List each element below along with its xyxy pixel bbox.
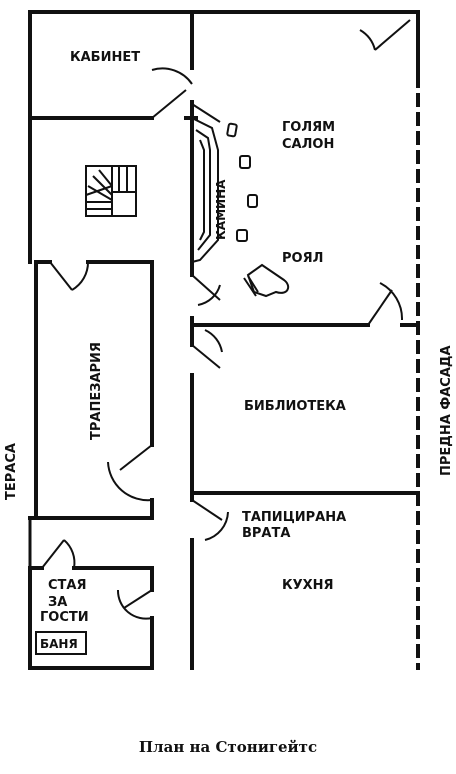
door-salon-top xyxy=(374,19,411,51)
door-biblioteka xyxy=(191,344,221,369)
door-trapezaria xyxy=(49,261,73,291)
label-tapicirana-1: ТАПИЦИРАНА xyxy=(242,510,346,525)
label-royal: РОЯЛ xyxy=(282,251,323,266)
door-kabinet xyxy=(151,89,187,119)
label-staya-2: ЗА xyxy=(48,595,67,610)
label-staya-1: СТАЯ xyxy=(48,578,86,593)
door-guest-inner xyxy=(123,589,153,609)
label-kabinet: КАБИНЕТ xyxy=(70,50,140,65)
door-swings xyxy=(41,19,411,620)
walls xyxy=(28,10,420,670)
label-golyam-salon-1: ГОЛЯМ xyxy=(282,120,335,135)
door-library-salon xyxy=(367,289,393,326)
label-biblioteka: БИБЛИОТЕКА xyxy=(244,399,346,414)
plan-caption: План на Стонигейтс xyxy=(138,738,318,756)
door-tapicirana xyxy=(191,499,223,521)
door-hall-salon xyxy=(191,274,221,301)
piano xyxy=(243,263,290,298)
label-kamina: КАМИНА xyxy=(214,179,228,240)
label-trapezaria: ТРАПЕЗАРИЯ xyxy=(89,342,104,440)
fireplace xyxy=(191,117,219,263)
label-tapicirana-2: ВРАТА xyxy=(242,526,290,541)
label-banya: БАНЯ xyxy=(40,637,78,651)
staircase xyxy=(85,165,137,217)
bathroom xyxy=(35,631,87,655)
label-predna-fasada: ПРЕДНА ФАСАДА xyxy=(439,345,454,476)
label-staya-3: ГОСТИ xyxy=(40,610,89,625)
label-terasa: ТЕРАСА xyxy=(4,443,19,500)
door-guest xyxy=(41,539,65,569)
armchairs xyxy=(226,122,258,242)
label-kuhnya: КУХНЯ xyxy=(282,578,334,593)
door-trapezaria-side xyxy=(119,444,153,471)
label-golyam-salon-2: САЛОН xyxy=(282,137,334,152)
